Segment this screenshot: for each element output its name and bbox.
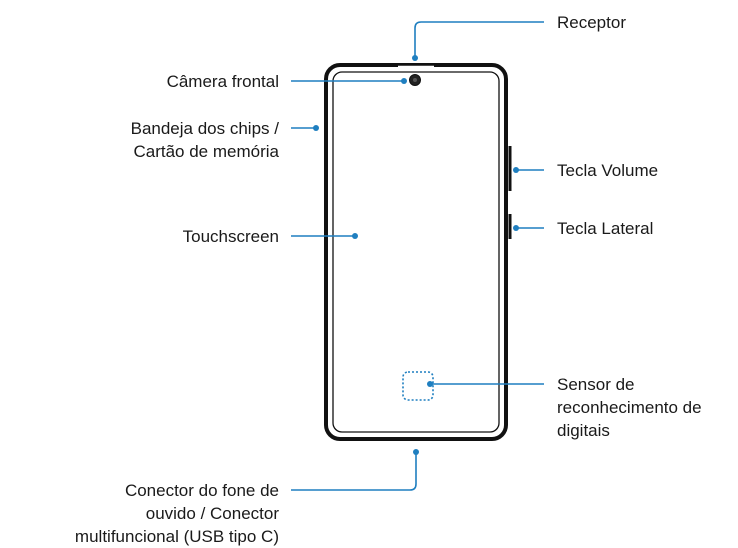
callout-fingerprint-sensor: Sensor de reconhecimento de digitais: [427, 375, 702, 440]
callout-sim-tray: Bandeja dos chips / Cartão de memória: [131, 119, 319, 161]
front-camera-highlight: [413, 78, 417, 82]
callout-connector: Conector do fone de ouvido / Conector mu…: [75, 449, 419, 546]
label-fingerprint-line1: Sensor de: [557, 375, 635, 394]
label-connector-line3: multifuncional (USB tipo C): [75, 527, 279, 546]
label-fingerprint-line2: reconhecimento de: [557, 398, 702, 417]
callout-side-key: Tecla Lateral: [513, 219, 653, 238]
label-connector-line1: Conector do fone de: [125, 481, 279, 500]
callout-touchscreen: Touchscreen: [183, 227, 358, 246]
callout-volume-key: Tecla Volume: [513, 161, 658, 180]
phone-device: [324, 63, 512, 441]
label-volume-key: Tecla Volume: [557, 161, 658, 180]
callout-receiver: Receptor: [412, 13, 626, 61]
label-receiver: Receptor: [557, 13, 626, 32]
callout-front-camera: Câmera frontal: [167, 72, 407, 91]
phone-outline: [324, 63, 508, 441]
label-touchscreen: Touchscreen: [183, 227, 279, 246]
label-fingerprint-line3: digitais: [557, 421, 610, 440]
label-front-camera: Câmera frontal: [167, 72, 279, 91]
label-connector-line2: ouvido / Conector: [146, 504, 280, 523]
fingerprint-sensor-area: [402, 371, 434, 401]
label-sim-tray-line2: Cartão de memória: [133, 142, 279, 161]
label-sim-tray-line1: Bandeja dos chips /: [131, 119, 280, 138]
label-side-key: Tecla Lateral: [557, 219, 653, 238]
phone-inner-bezel: [332, 71, 500, 433]
